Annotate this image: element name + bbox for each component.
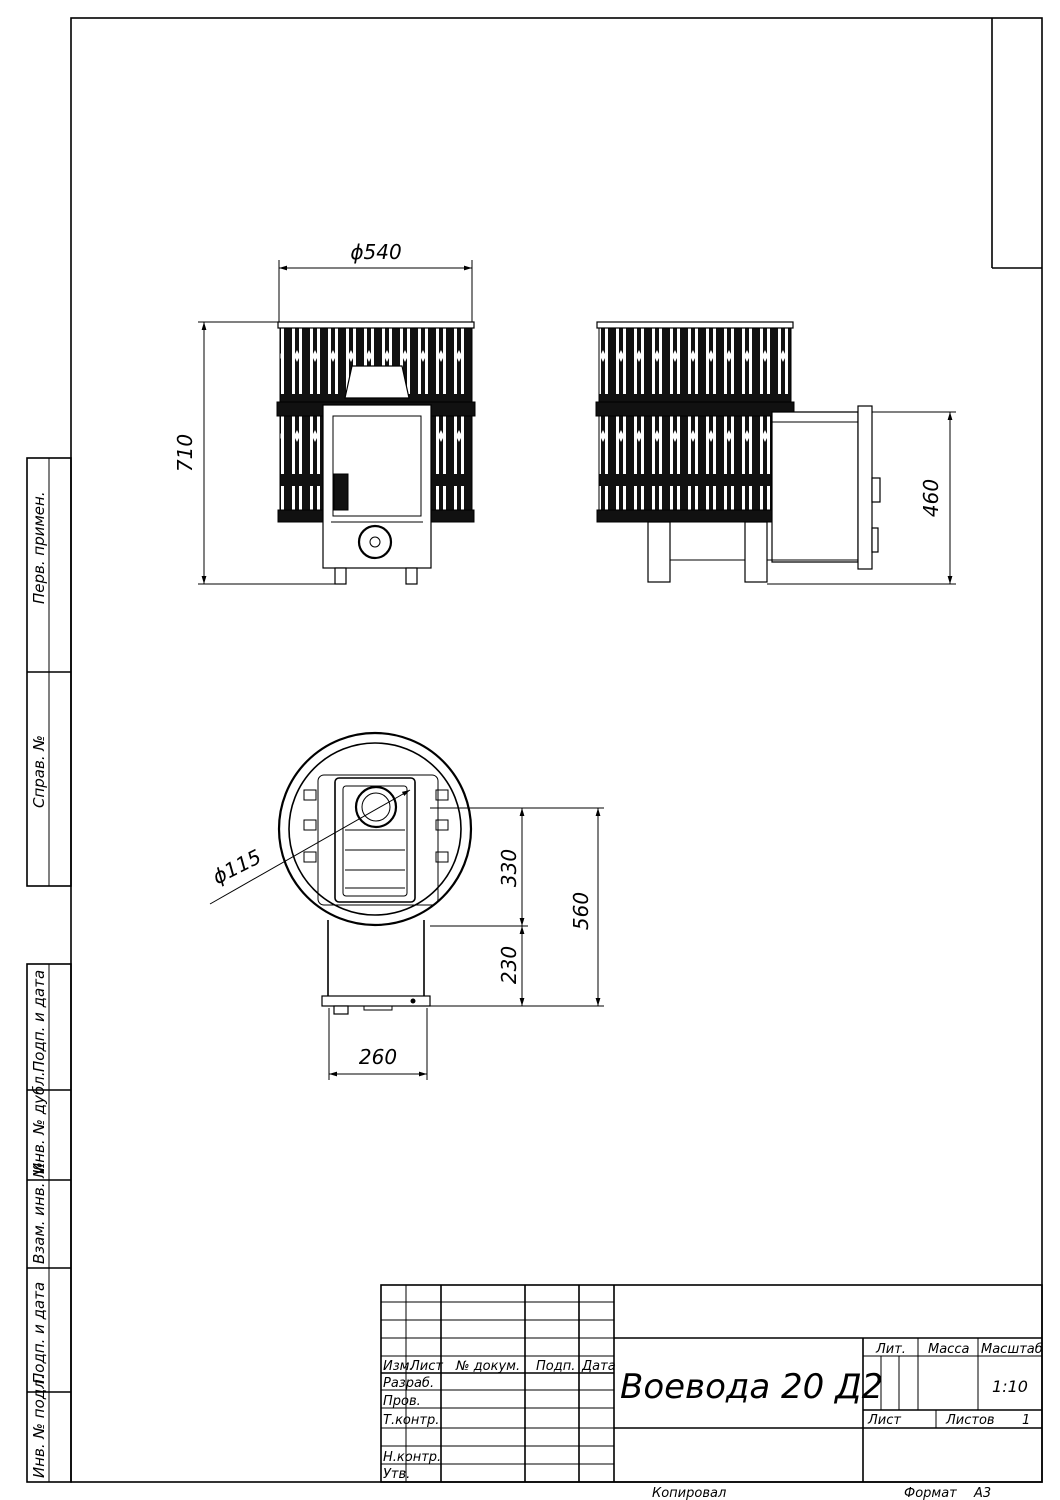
label-inv-podl: Инв. № подл.	[30, 1375, 48, 1478]
tb-scale-value: 1:10	[992, 1377, 1028, 1396]
label-sprav-no: Справ. №	[30, 735, 48, 808]
dim-top-560: 560	[569, 892, 593, 930]
tb-lit: Лит.	[875, 1342, 906, 1357]
left-margin-strip: Перв. примен. Справ. № Подп. и дата Инв.…	[26, 457, 72, 1483]
tb-col-list: Лист	[409, 1359, 443, 1374]
label-podp-data-bottom: Подп. и дата	[30, 1282, 48, 1384]
label-inv-dubl: Инв. № дубл.	[30, 1071, 48, 1174]
tb-tkontr: Т.контр.	[383, 1413, 439, 1428]
dim-front-height: 710	[173, 434, 197, 472]
dim-top-230: 230	[497, 946, 521, 984]
footer-kopiroval: Копировал	[652, 1486, 726, 1500]
tb-prov: Пров.	[383, 1394, 421, 1409]
tb-col-doc: № докум.	[455, 1359, 520, 1374]
tb-col-podp: Подп.	[536, 1359, 575, 1374]
footer: Копировал Формат А3	[652, 1486, 991, 1500]
tb-nkontr: Н.контр.	[383, 1450, 441, 1465]
dim-front-diameter: ϕ540	[350, 240, 401, 264]
dim-top-260: 260	[359, 1045, 397, 1069]
footer-format-value: А3	[973, 1486, 991, 1500]
label-vzam-inv: Взам. инв. №	[30, 1162, 48, 1264]
tb-sheets-value: 1	[1022, 1413, 1030, 1428]
label-perv-primen: Перв. примен.	[30, 491, 48, 604]
tb-col-izm: Изм.	[383, 1359, 414, 1374]
tb-massa: Масса	[928, 1342, 969, 1357]
tb-razrab: Разраб.	[383, 1376, 434, 1391]
side-lattice-upper	[598, 325, 792, 405]
title-block: Изм. Лист № докум. Подп. Дата Разраб. Пр…	[380, 1284, 1043, 1483]
tb-masshtab: Масштаб	[981, 1342, 1043, 1357]
tb-product-name: Воевода 20 Д2	[620, 1367, 883, 1407]
tb-utv: Утв.	[383, 1467, 410, 1482]
tb-sheets-label: Листов	[945, 1413, 995, 1428]
top-view: ϕ115 330 230 560 260	[208, 731, 604, 1080]
side-lattice-lower	[598, 415, 772, 523]
tb-col-data: Дата	[581, 1359, 616, 1374]
label-podp-data-top: Подп. и дата	[30, 970, 48, 1072]
dim-side-height: 460	[919, 479, 943, 517]
dim-top-330: 330	[497, 849, 521, 887]
dim-top-flue: ϕ115	[208, 844, 265, 889]
sheet-frame	[70, 17, 1043, 1483]
side-view: 460	[595, 321, 956, 585]
front-view: ϕ540 710	[173, 240, 476, 585]
tb-sheet-label: Лист	[867, 1413, 901, 1428]
footer-format-label: Формат	[904, 1486, 957, 1500]
top-flue-outlet	[354, 785, 398, 829]
